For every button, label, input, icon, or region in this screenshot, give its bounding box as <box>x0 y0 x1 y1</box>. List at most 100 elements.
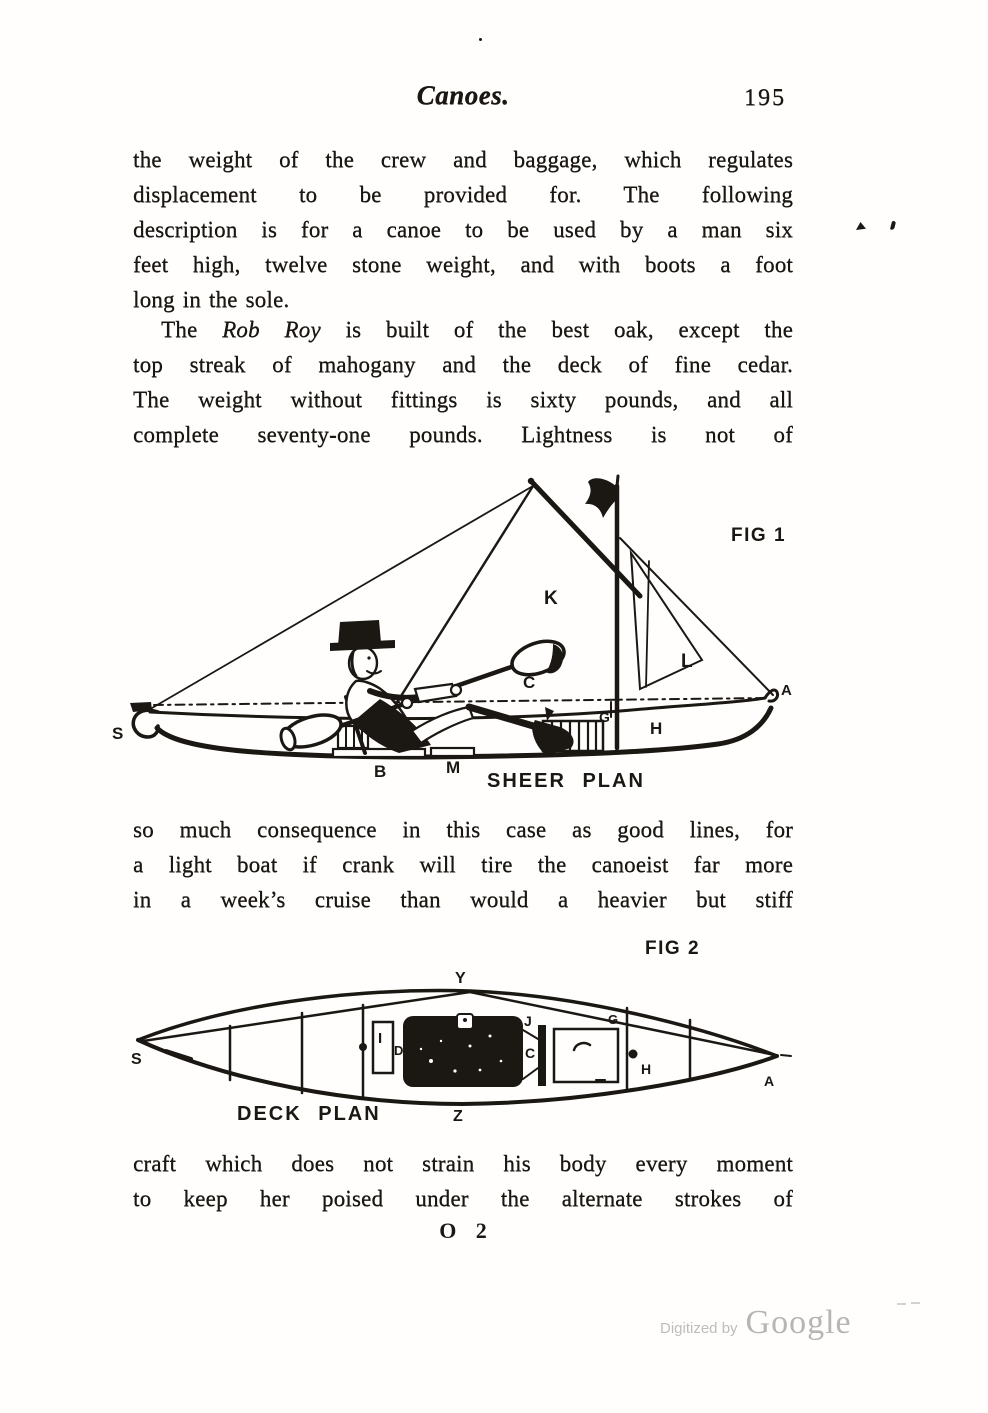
hatch-mark <box>572 1041 592 1052</box>
text-line: description is for a canoe to be used by… <box>133 217 793 242</box>
text-line: craft which does not strain his body eve… <box>133 1151 793 1176</box>
fig1-label-b: B <box>374 762 386 781</box>
paddler-sideburn <box>350 650 358 678</box>
page-number: 195 <box>744 85 786 111</box>
fig2-label-s: S <box>131 1051 142 1068</box>
cockpit-well <box>403 1016 523 1087</box>
marker-dot-left <box>359 1043 367 1051</box>
diagonal-bottom <box>522 1067 539 1080</box>
figure-1-sheer-plan: S B M C K L G H A FIG 1 SHEER PLAN <box>112 474 792 792</box>
text-line: in a week’s cruise than would a heavier … <box>133 887 793 912</box>
signature-mark: O 2 <box>439 1218 487 1243</box>
fig1-caption: SHEER PLAN <box>487 770 645 792</box>
mast-tip <box>615 474 620 488</box>
ink-speck <box>889 220 897 231</box>
paddler-hat <box>330 620 395 651</box>
marker-dot-h <box>628 1049 638 1059</box>
ink-speck <box>856 222 866 230</box>
text-line: to keep her poised under the alternate s… <box>133 1186 793 1211</box>
paddler-hand-right <box>449 683 463 697</box>
yard-tip <box>527 477 535 485</box>
text-line: top streak of mahogany and the deck of f… <box>133 352 793 377</box>
paddler-thigh <box>410 705 475 745</box>
paragraph-2: The Rob Roy is built of the best oak, ex… <box>133 312 793 452</box>
paddler-hand-left <box>400 696 414 710</box>
paddler-boot <box>532 720 574 755</box>
deck-ridge-left <box>141 990 472 1043</box>
scan-mark <box>911 1302 920 1304</box>
text-line: long in the sole. <box>133 287 290 312</box>
diagonal-top <box>522 1029 539 1040</box>
text-line: The weight without fittings is sixty pou… <box>133 387 793 412</box>
fig1-drawing <box>130 474 779 760</box>
text-line: the weight of the crew and baggage, whic… <box>133 147 793 172</box>
scan-mark <box>897 1303 906 1305</box>
watermark-prefix: Digitized by <box>660 1320 738 1337</box>
flag <box>585 478 617 518</box>
forestay-line <box>619 537 774 696</box>
fig1-label-g: G <box>599 709 610 725</box>
paddler-forearm <box>413 682 458 704</box>
text-line: so much consequence in this case as good… <box>133 817 793 842</box>
mizzen-sail-outline <box>629 549 704 691</box>
paddle-blade-right <box>510 639 566 677</box>
fig2-label-a: A <box>764 1073 774 1089</box>
box-pennant <box>545 707 554 721</box>
fig1-label-m: M <box>446 758 460 777</box>
text-line: feet high, twelve stone weight, and with… <box>133 252 793 277</box>
paddler-mustache <box>366 670 382 675</box>
fig2-label-c: C <box>525 1045 535 1061</box>
fig1-label-k: K <box>544 588 558 609</box>
cockpit-specks <box>419 1034 503 1073</box>
ink-speck <box>479 38 482 41</box>
fig2-label-j: J <box>524 1013 532 1029</box>
floorboard-m <box>429 746 476 758</box>
bow-curl <box>763 688 779 703</box>
stern-cap <box>130 702 152 712</box>
stern-dash <box>164 1049 193 1061</box>
fig2-label-d: D <box>394 1043 403 1058</box>
paragraph-3: so much consequence in this case as good… <box>133 812 793 917</box>
fig2-label-y: Y <box>455 970 466 987</box>
fig2-label-h: H <box>641 1061 651 1077</box>
deck-ridge-right <box>468 990 777 1057</box>
fig2-caption: DECK PLAN <box>237 1103 381 1125</box>
fig2-number: FIG 2 <box>645 938 700 959</box>
mizzen-sail-batten <box>645 560 650 688</box>
fig2-label-g: G <box>608 1012 618 1027</box>
fig2-drawing <box>136 988 792 1107</box>
paragraph-4: craft which does not strain his body eve… <box>133 1146 793 1216</box>
fig1-number: FIG 1 <box>731 525 786 546</box>
bow-dash <box>780 1054 792 1057</box>
text-run: is built of the best oak, except the <box>320 317 793 342</box>
yard-spar <box>528 478 643 599</box>
bulkhead-bar <box>538 1025 546 1086</box>
paddler-shin <box>465 703 544 732</box>
hatch-square <box>552 1027 620 1084</box>
hull-keel-line <box>154 705 774 760</box>
paddle-blade-left <box>279 713 343 752</box>
watermark: Digitized by Google <box>660 1304 852 1342</box>
book-name-italic: Rob Roy <box>222 317 321 342</box>
backstay-line <box>151 485 534 709</box>
fig1-label-a: A <box>781 682 792 699</box>
google-logo: Google <box>745 1304 852 1341</box>
paddler-arm <box>367 688 423 701</box>
fig1-label-l: L <box>681 651 693 672</box>
well-rect-i <box>371 1020 395 1075</box>
figure-2-deck-plan: Y S I D J C G H Z A DECK PLAN FIG 2 <box>131 938 792 1125</box>
sail-k-luff <box>394 484 535 706</box>
text-run: The <box>161 317 223 342</box>
stern-curl <box>131 708 160 739</box>
cockpit-cleat-dot <box>463 1018 467 1022</box>
sheer-dashdot-line <box>153 697 770 706</box>
fig1-label-c: C <box>523 673 535 692</box>
fig1-label-s: S <box>112 724 123 743</box>
fig1-label-h: H <box>650 719 662 738</box>
text-line: The Rob Roy is built of the best oak, ex… <box>133 312 793 347</box>
text-line: complete seventy-one pounds. Lightness i… <box>133 422 793 447</box>
paragraph-1: the weight of the crew and baggage, whic… <box>133 142 793 317</box>
fig2-label-z: Z <box>453 1108 463 1125</box>
text-line: a light boat if crank will tire the cano… <box>133 852 793 877</box>
